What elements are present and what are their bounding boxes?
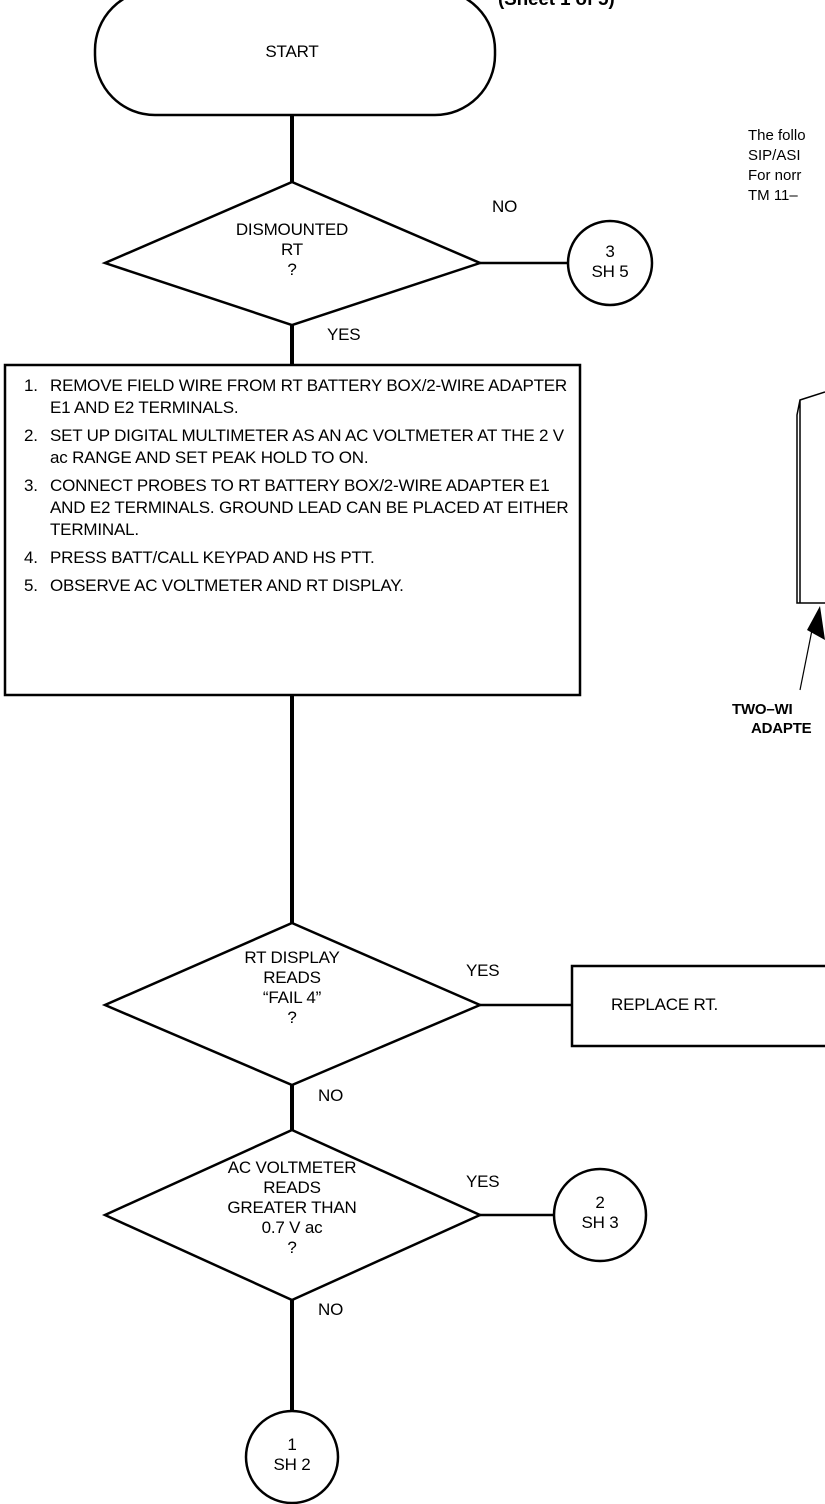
side-note-line-1: The follo <box>748 127 806 144</box>
decision3-line-3: GREATER THAN <box>227 1198 357 1217</box>
adapter-label: TWO–WI ADAPTE <box>732 700 812 738</box>
side-note: The follo SIP/ASI For norr TM 11– <box>748 126 806 206</box>
step-item: 3. CONNECT PROBES TO RT BATTERY BOX/2-WIR… <box>12 475 577 541</box>
step-item: 1. REMOVE FIELD WIRE FROM RT BATTERY BOX/… <box>12 375 577 419</box>
adapter-pointer-arrowhead <box>807 606 825 640</box>
side-note-line-2: SIP/ASI <box>748 147 801 164</box>
step-text: PRESS BATT/CALL KEYPAD AND HS PTT. <box>50 548 375 567</box>
decision1-line-3: ? <box>287 260 297 279</box>
step-text: OBSERVE AC VOLTMETER AND RT DISPLAY. <box>50 576 404 595</box>
connector-sh2-num: 1 <box>287 1435 297 1454</box>
decision3-no-label: NO <box>318 1300 344 1319</box>
adapter-pointer-line <box>799 624 814 691</box>
step-text: CONNECT PROBES TO RT BATTERY BOX/2-WIRE … <box>50 476 569 539</box>
step-number: 5. <box>24 576 38 595</box>
decision2-line-1: RT DISPLAY <box>244 948 340 967</box>
connector-sh3-text: 2 SH 3 <box>560 1193 640 1233</box>
decision1-no-label: NO <box>492 197 518 216</box>
step-item: 4. PRESS BATT/CALL KEYPAD AND HS PTT. <box>12 547 577 569</box>
decision3-line-1: AC VOLTMETER <box>227 1158 357 1177</box>
decision2-line-4: ? <box>287 1008 297 1027</box>
decision2-text: RT DISPLAY READS “FAIL 4” ? <box>192 948 392 1028</box>
connector-sh5-circle <box>566 219 654 307</box>
connector-sh2-circle <box>244 1409 340 1504</box>
step-number: 4. <box>24 548 38 567</box>
decision2-yes-label: YES <box>466 961 500 980</box>
decision2-line-2: READS <box>263 968 321 987</box>
adapter-label-line-2: ADAPTE <box>751 720 812 737</box>
decision3-line-5: ? <box>287 1238 297 1257</box>
connector-sh5-sheet: SH 5 <box>591 262 629 281</box>
replace-rt-label: REPLACE RT. <box>611 995 719 1014</box>
decision1-line-2: RT <box>281 240 303 259</box>
decision2-line-3: “FAIL 4” <box>262 988 322 1007</box>
side-note-line-4: TM 11– <box>748 187 798 204</box>
decision3-text: AC VOLTMETER READS GREATER THAN 0.7 V ac… <box>182 1158 402 1258</box>
replace-rt-box <box>570 964 825 1048</box>
connector-sh2-sheet: SH 2 <box>273 1455 311 1474</box>
connector-sh5-text: 3 SH 5 <box>570 242 650 282</box>
start-terminal-shape <box>93 0 497 117</box>
adapter-label-line-1: TWO–WI <box>732 701 793 718</box>
connector-sh5-num: 3 <box>605 242 615 261</box>
decision1-text: DISMOUNTED RT ? <box>202 220 382 280</box>
side-note-line-3: For norr <box>748 167 802 184</box>
connector-sh2-text: 1 SH 2 <box>252 1435 332 1475</box>
decision1-yes-label: YES <box>327 325 361 344</box>
decision1-line-1: DISMOUNTED <box>235 220 349 239</box>
step-number: 1. <box>24 376 38 395</box>
step-text: REMOVE FIELD WIRE FROM RT BATTERY BOX/2-… <box>50 376 567 417</box>
step-text: SET UP DIGITAL MULTIMETER AS AN AC VOLTM… <box>50 426 564 467</box>
steps-list: 1. REMOVE FIELD WIRE FROM RT BATTERY BOX/… <box>12 375 577 603</box>
connector-sh3-num: 2 <box>595 1193 605 1212</box>
sheet-label: (Sheet 1 of 5) <box>498 0 615 10</box>
start-label: START <box>265 42 319 61</box>
step-number: 3. <box>24 476 38 495</box>
decision2-no-label: NO <box>318 1086 344 1105</box>
decision3-line-4: 0.7 V ac <box>261 1218 323 1237</box>
decision3-yes-label: YES <box>466 1172 500 1191</box>
connector-sh3-sheet: SH 3 <box>581 1213 619 1232</box>
connector-sh3-circle <box>552 1167 648 1263</box>
step-item: 5. OBSERVE AC VOLTMETER AND RT DISPLAY. <box>12 575 577 597</box>
step-item: 2. SET UP DIGITAL MULTIMETER AS AN AC VOL… <box>12 425 577 469</box>
decision3-line-2: READS <box>263 1178 321 1197</box>
adapter-illustration <box>796 391 825 604</box>
step-number: 2. <box>24 426 38 445</box>
